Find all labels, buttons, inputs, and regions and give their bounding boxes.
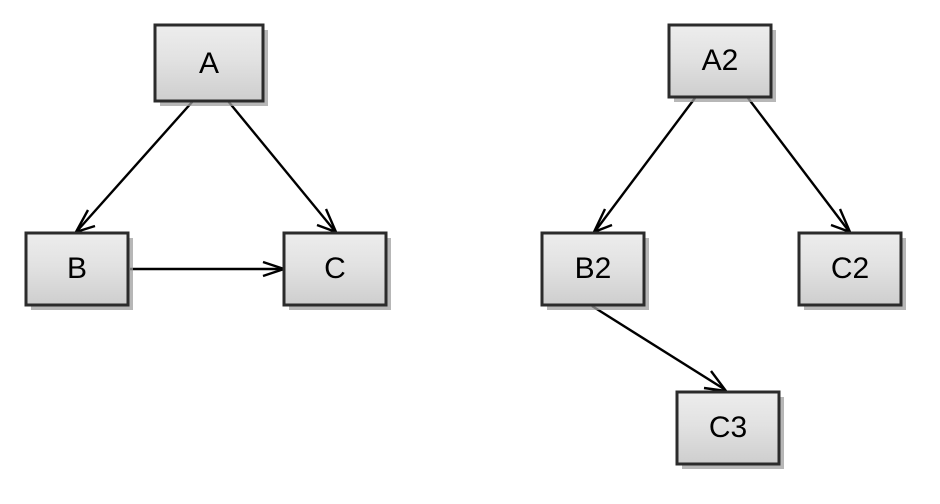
edge-a2-to-c2[interactable] xyxy=(747,97,853,235)
edge-b-to-c[interactable] xyxy=(130,260,288,278)
node-box xyxy=(540,231,646,307)
node-label: A2 xyxy=(702,44,739,77)
graph-right: A2 B2 C2 C3 xyxy=(540,23,906,469)
node-box xyxy=(797,231,903,307)
edge-line xyxy=(591,304,725,391)
node-box xyxy=(675,390,781,466)
node-a2[interactable]: A2 xyxy=(667,23,776,102)
edge-a-to-c[interactable] xyxy=(227,100,339,235)
edge-a-to-b[interactable] xyxy=(73,100,194,235)
node-label: B2 xyxy=(575,252,612,285)
node-c3[interactable]: C3 xyxy=(675,390,784,469)
graph-left: A B C xyxy=(24,23,391,310)
node-label: A xyxy=(199,47,219,80)
node-box xyxy=(667,23,773,99)
node-a[interactable]: A xyxy=(153,23,268,106)
node-c[interactable]: C xyxy=(282,231,391,310)
node-c2[interactable]: C2 xyxy=(797,231,906,310)
node-box xyxy=(24,231,130,307)
node-b2[interactable]: B2 xyxy=(540,231,649,310)
node-box xyxy=(282,231,388,307)
node-b[interactable]: B xyxy=(24,231,133,310)
edge-line xyxy=(595,97,696,231)
node-label: C xyxy=(324,252,346,285)
node-box xyxy=(153,23,265,103)
edge-line xyxy=(747,97,849,231)
edge-line xyxy=(227,100,335,231)
edge-line xyxy=(77,100,194,231)
node-label: C3 xyxy=(709,411,747,444)
edge-a2-to-b2[interactable] xyxy=(591,97,696,235)
edge-b2-to-c3[interactable] xyxy=(591,304,729,393)
node-label: B xyxy=(67,252,87,285)
node-label: C2 xyxy=(831,252,869,285)
arrowhead-icon xyxy=(703,370,729,393)
